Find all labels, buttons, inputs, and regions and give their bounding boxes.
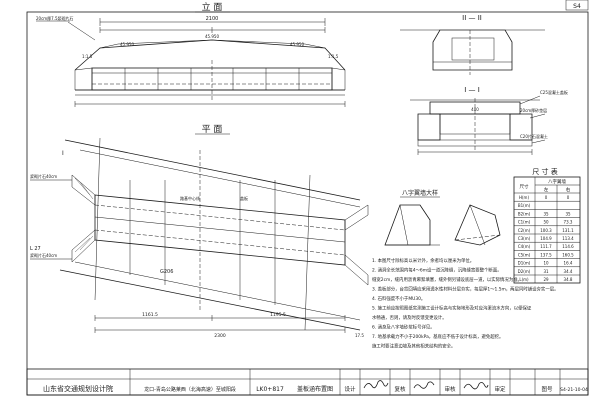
plan-side-mark: I — [62, 150, 64, 157]
table-cell: 0 — [567, 195, 570, 200]
note-line: 缝宽2cm，缝内用沥青麻絮填塞，缝外侧另铺设底层一道，以实际情况为准。 — [372, 276, 522, 283]
table-cell: 34.4 — [564, 269, 573, 274]
plan-title: 平 面 — [202, 124, 223, 135]
table-cell: C3(m) — [518, 236, 531, 241]
section-ii-title: II — II — [462, 14, 482, 22]
signature-design — [363, 380, 389, 389]
tb-station: LK0+817 — [256, 386, 284, 393]
table-cell: 50 — [543, 220, 549, 225]
tb-project: 龙口-青岛公路莱西（北海高速）至城阳段 — [144, 386, 236, 393]
section-ii-view: II — II — [400, 14, 545, 75]
plan-view: 平 面 浆砌片石40cm 浆砌片石40cm — [30, 124, 369, 339]
elev-level-3: 45.950 — [290, 42, 304, 47]
note-line: 2. 涵洞全长范围内每4～6m设一道沉降缝，沉降缝宽要整个断面。 — [372, 267, 502, 274]
plan-dim-left: 1161.5 — [142, 312, 158, 318]
table-cell: C5(m) — [518, 252, 531, 257]
table-cell: 160.5 — [562, 252, 574, 257]
table-cell: B1(m) — [518, 203, 531, 208]
plan-wing-lower: 浆砌片石40cm — [30, 252, 57, 258]
table-cell: 31 — [543, 269, 549, 274]
wing-detail-title: 八字翼墙大样 — [402, 189, 438, 197]
plan-wing-upper: 浆砌片石40cm — [30, 173, 57, 179]
note-line: 7. 地基承载力不小于200kPa，基底应不低于设计标高，避免超挖。 — [372, 333, 503, 340]
tb-approve-label: 审定 — [494, 385, 506, 393]
table-cell: 35 — [543, 211, 549, 216]
table-cell: H(m) — [519, 195, 529, 200]
elev-dim-total: 2100 — [206, 16, 219, 22]
title-block: 山东省交通规划设计院 龙口-青岛公路莱西（北海高速）至城阳段 LK0+817 盖… — [26, 368, 589, 396]
tb-design-label: 设计 — [344, 385, 356, 393]
section-i-span: 400 — [471, 107, 479, 112]
table-cell: C4(m) — [518, 244, 531, 249]
table-cell: 104.9 — [540, 236, 552, 241]
tb-drawing-no: S4-21-10-04 — [560, 387, 588, 393]
table-cell: D1(m) — [518, 261, 531, 266]
tb-check-label: 审核 — [444, 385, 456, 393]
signature-review — [413, 381, 435, 389]
note-line: 水畅通，否则，请及时反馈变更设计。 — [372, 314, 447, 321]
table-cell: L(m) — [519, 277, 529, 282]
section-i-view: I — I 400 C25混凝土盖板 20cm厚砂垫层 C20片石混凝土 — [410, 86, 568, 155]
note-line: 4. 石料强度不小于MU30。 — [372, 295, 425, 302]
plan-center-road: G206 — [160, 269, 173, 275]
table-h-0: 尺寸 — [520, 183, 529, 190]
table-cell: 10 — [543, 261, 549, 266]
table-sh-1: 左 — [544, 186, 549, 193]
section-i-note-2: 20cm厚砂垫层 — [520, 107, 547, 113]
tb-review-label: 复核 — [394, 385, 406, 393]
section-i-note-3: C20片石混凝土 — [520, 133, 548, 139]
elev-callout: 20cm厚7.5浆砌片石 — [36, 15, 74, 21]
elev-level-2: 45.950 — [205, 34, 219, 39]
elevation-view: 立 面 2100 45.950 45.950 45.950 1:1.5 1:1.… — [36, 1, 346, 107]
wing-detail-view: 八字翼墙大样 — [384, 189, 501, 246]
note-line: 5. 施工前应按照图纸实测施工设计标高与实际地形及对应沟渠流水方向，以便保证 — [372, 305, 532, 312]
table-cell: 29 — [543, 277, 549, 282]
table-cell: 131.1 — [562, 228, 574, 233]
table-cell: B2(m) — [518, 211, 531, 216]
table-title: 尺 寸 表 — [532, 167, 557, 176]
table-cell: 34.8 — [564, 277, 573, 282]
note-line: 3. 盖板部分，台背回填应采用透水性材料分层夯实，每层厚1～1.5m，两层同时铺… — [372, 286, 559, 293]
dimension-table: 尺 寸 表 尺寸 八字翼墙 左 右 H(m) 0 0B1(m) B2(m) 35 35C1… — [513, 167, 581, 284]
table-cell: D2(m) — [518, 269, 531, 274]
table-cell: 111.7 — [540, 244, 552, 249]
plan-dim-total: 2300 — [214, 333, 226, 339]
table-cell: 113.4 — [562, 236, 574, 241]
table-cell: 100.3 — [540, 228, 552, 233]
page-code: S4 — [573, 3, 581, 10]
plan-axis-note: 路基中心线 — [180, 195, 200, 201]
section-i-note-1: C25混凝土盖板 — [540, 89, 568, 95]
elev-slope-right: 1:1.5 — [328, 54, 339, 59]
elevation-title: 立 面 — [202, 1, 223, 13]
table-cell: 73.3 — [564, 220, 573, 225]
tb-drawing-name: 盖板涵布置图 — [297, 385, 333, 393]
table-sh-2: 右 — [566, 186, 571, 193]
plan-dim-edge: 17.5 — [355, 333, 364, 338]
tb-drawing-no-label: 图号 — [541, 385, 553, 393]
note-line: 1. 本图尺寸除标高以米计外，余者均以厘米为单位。 — [372, 257, 474, 264]
note-line: 6. 涵身及八字墙砂浆标号详见。 — [372, 324, 435, 331]
table-cell: 35 — [565, 211, 571, 216]
plan-dim-right: 1195.5 — [270, 312, 286, 318]
table-cell: C1(m) — [518, 220, 531, 225]
table-cell: 16.4 — [564, 261, 573, 266]
table-cell: 114.6 — [562, 244, 574, 249]
tb-institute: 山东省交通规划设计院 — [43, 384, 113, 393]
notes-block: 1. 本图尺寸除标高以米计外，余者均以厘米为单位。 2. 涵洞全长范围内每4～6m… — [372, 257, 559, 350]
elev-slope-left: 1:1.5 — [82, 54, 93, 59]
plan-ref-left: L 27 — [30, 246, 41, 252]
table-h-1: 八字翼墙 — [548, 178, 566, 185]
table-cell: C2(m) — [518, 228, 531, 233]
section-i-title: I — I — [464, 86, 480, 94]
plan-cover-label: 盖板 — [240, 195, 248, 201]
elev-level-1: 45.950 — [120, 42, 134, 47]
table-cell: 137.5 — [540, 252, 552, 257]
signature-check — [463, 382, 489, 390]
note-line: 施工时要注意边坡及其他相关结构的安全。 — [372, 343, 455, 350]
table-cell: 0 — [545, 195, 548, 200]
